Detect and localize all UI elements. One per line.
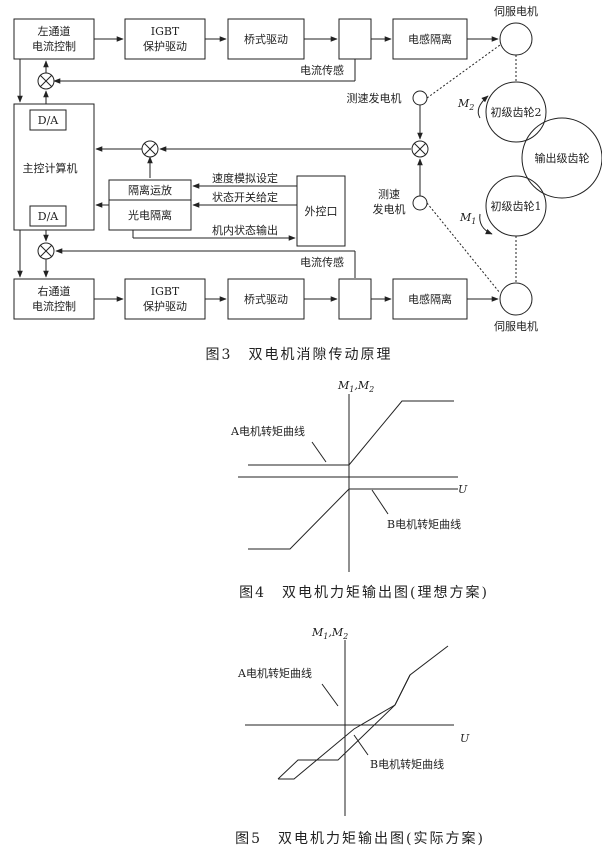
external-port-box	[296, 175, 346, 247]
gear2-label: 初级齿轮2	[491, 105, 542, 119]
igbt-top-label-2: 保护驱动	[143, 39, 187, 53]
m1-label: M1	[459, 211, 476, 226]
sum-node-tacho	[411, 140, 429, 158]
speed-analog-label: 速度模拟设定	[212, 171, 278, 185]
state-switch-label: 状态开关给定	[212, 190, 278, 204]
output-gear-label: 输出级齿轮	[535, 151, 590, 165]
external-port-label: 外控口	[305, 204, 338, 218]
isolation-amp-label: 隔离运放	[128, 183, 172, 197]
tacho-bottom-label-1: 测速	[378, 188, 400, 201]
tacho-top-label: 测速发电机	[347, 91, 402, 105]
servo-motor-bottom	[499, 282, 533, 316]
fig5-curve-b-label: B电机转矩曲线	[370, 757, 444, 771]
fig5-y-axis-label: M1,M2	[311, 626, 348, 641]
photo-isolation-label: 光电隔离	[128, 208, 172, 222]
fig5-curve-a	[277, 645, 449, 780]
fig4-caption: 图4 双电机力矩输出图(理想方案)	[239, 584, 489, 601]
igbt-bottom-label-2: 保护驱动	[143, 299, 187, 313]
sensor-top-box	[338, 18, 372, 60]
sensor-bottom-box	[338, 278, 372, 320]
bridge-bottom-label: 桥式驱动	[244, 293, 288, 306]
gear2	[485, 81, 547, 143]
internal-state-label: 机内状态输出	[212, 223, 278, 237]
sensor-top-label: 电流传感	[300, 63, 344, 77]
main-computer-box	[13, 103, 95, 231]
output-gear	[521, 117, 602, 199]
left-channel-label-1: 左通道	[38, 24, 71, 38]
igbt-bottom-label-1: IGBT	[151, 285, 180, 298]
fig5-caption: 图5 双电机力矩输出图(实际方案)	[235, 830, 485, 847]
da-top-label: D/A	[38, 114, 60, 127]
fig4-labels: M1,M2 U A电机转矩曲线 B电机转矩曲线	[230, 379, 468, 531]
bridge-top-label: 桥式驱动	[244, 33, 288, 46]
right-channel-label-1: 右通道	[38, 284, 71, 298]
fig5-plot	[245, 640, 454, 816]
fig5-curve-a-label: A电机转矩曲线	[237, 666, 312, 680]
inductor-top-label: 电感隔离	[408, 32, 452, 46]
servo-top-label: 伺服电机	[494, 4, 538, 18]
fig5-curve-b	[278, 674, 411, 780]
tacho-bottom	[412, 195, 428, 211]
fig3-labels: 左通道 电流控制 IGBT 保护驱动 桥式驱动 电感隔离 伺服电机 电流传感 D…	[23, 4, 590, 333]
fig5-labels: M1,M2 U A电机转矩曲线 B电机转矩曲线	[237, 626, 470, 771]
m2-label: M2	[457, 97, 474, 112]
fig3-caption: 图3 双电机消隙传动原理	[206, 347, 393, 363]
da-bottom-label: D/A	[38, 210, 60, 223]
main-computer-label: 主控计算机	[23, 161, 78, 175]
igbt-top-label-1: IGBT	[151, 25, 180, 38]
servo-bottom-label: 伺服电机	[494, 319, 538, 333]
gear1-label: 初级齿轮1	[491, 199, 542, 213]
tacho-bottom-label-2: 发电机	[373, 202, 406, 216]
fig4-y-axis-label: M1,M2	[337, 379, 374, 394]
fig3-block-diagram	[13, 18, 602, 320]
da-bottom-box	[29, 205, 67, 227]
fig4-curve-b	[248, 488, 458, 550]
sensor-bottom-label: 电流传感	[300, 255, 344, 269]
fig4-curve-b-label: B电机转矩曲线	[387, 517, 461, 531]
fig4-x-axis-label: U	[458, 483, 468, 496]
fig4-plot	[238, 394, 458, 572]
tacho-top	[412, 90, 428, 106]
fig4-curve-a-label: A电机转矩曲线	[230, 424, 305, 438]
fig5-x-axis-label: U	[460, 732, 470, 745]
da-top-box	[29, 109, 67, 131]
right-channel-label-2: 电流控制	[32, 299, 76, 313]
inductor-bottom-label: 电感隔离	[408, 292, 452, 306]
servo-motor-top	[499, 22, 533, 56]
photo-isolation-box	[108, 199, 192, 231]
left-channel-label-2: 电流控制	[32, 39, 76, 53]
fig4-curve-a	[248, 400, 454, 466]
